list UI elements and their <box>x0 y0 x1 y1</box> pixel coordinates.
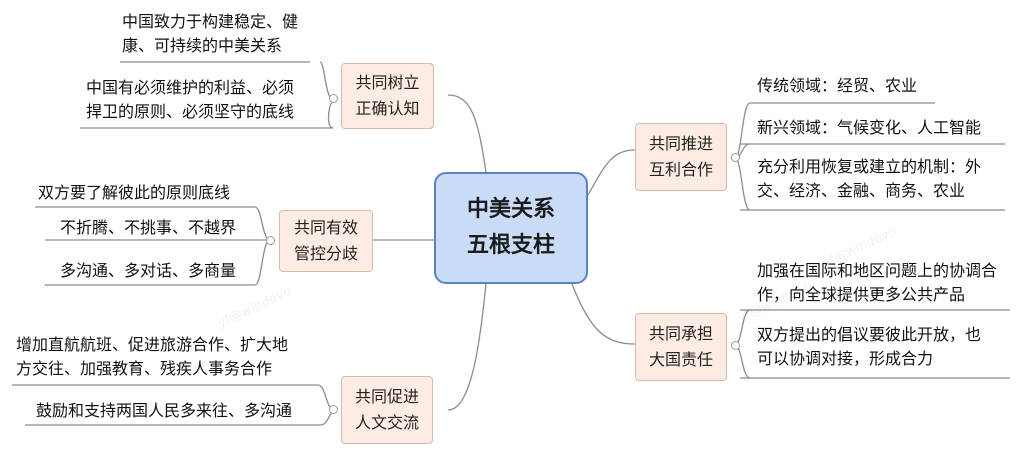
leaf-text-line1: 双方要了解彼此的原则底线 <box>38 183 231 202</box>
leaf-text-line2: 可以协调对接，形成合力 <box>757 349 934 368</box>
connector-center-cognition <box>447 94 487 173</box>
connector-center-responsibility <box>571 283 636 345</box>
leaf-cooperation-1[interactable]: 传统领域：经贸、农业 <box>757 74 917 98</box>
branch-label-line1: 共同承担 <box>648 324 713 343</box>
leaf-text-line1: 中国有必须维护的利益、必须 <box>86 78 295 97</box>
leaf-cognition-1[interactable]: 中国致力于构建稳定、健 康、可持续的中美关系 <box>122 10 298 58</box>
connector-center-exchange <box>447 283 487 411</box>
leaf-cognition-2[interactable]: 中国有必须维护的利益、必须 捍卫的原则、必须坚守的底线 <box>86 76 294 124</box>
leaf-text-line1: 多沟通、多对话、多商量 <box>60 261 237 280</box>
leaf-differences-2[interactable]: 不折腾、不挑事、不越界 <box>60 216 236 240</box>
leaf-text-line2: 方交往、加强教育、残疾人事务合作 <box>16 359 273 378</box>
center-topic[interactable]: 中美关系 五根支柱 <box>434 172 588 284</box>
branch-label-line1: 共同有效 <box>293 218 358 237</box>
leaf-text-line1: 不折腾、不挑事、不越界 <box>60 218 237 237</box>
leaf-responsibility-2[interactable]: 双方提出的倡议要彼此开放，也 可以协调对接，形成合力 <box>757 323 981 371</box>
branch-label-line2: 正确认知 <box>355 99 420 118</box>
center-topic-line2: 五根支柱 <box>466 233 555 258</box>
branch-label-line1: 共同推进 <box>648 134 713 153</box>
leaf-differences-1[interactable]: 双方要了解彼此的原则底线 <box>38 181 230 205</box>
leaf-cooperation-2[interactable]: 新兴领域：气候变化、人工智能 <box>757 116 981 140</box>
leaf-text-line1: 增加直航航班、促进旅游合作、扩大地 <box>16 335 289 354</box>
connector-center-cooperation <box>587 149 636 196</box>
branch-label-line2: 管控分歧 <box>293 244 358 263</box>
branch-label-line2: 大国责任 <box>648 350 713 369</box>
leaf-exchange-1[interactable]: 增加直航航班、促进旅游合作、扩大地 方交往、加强教育、残疾人事务合作 <box>16 333 288 381</box>
branch-label-line2: 人文交流 <box>354 413 419 432</box>
leaf-text-line2: 捍卫的原则、必须坚守的底线 <box>86 102 295 121</box>
collapse-toggle-cognition[interactable] <box>329 94 338 103</box>
leaf-text-line1: 传统领域：经贸、农业 <box>757 76 918 95</box>
collapse-toggle-exchange[interactable] <box>329 405 338 414</box>
branch-responsibility[interactable]: 共同承担 大国责任 <box>635 313 727 381</box>
leaf-text-line1: 中国致力于构建稳定、健 <box>122 12 299 31</box>
leaf-text-line2: 交、经济、金融、商务、农业 <box>757 181 966 200</box>
leaf-text-line2: 作，向全球提供更多公共产品 <box>757 285 966 304</box>
leaf-responsibility-1[interactable]: 加强在国际和地区问题上的协调合 作，向全球提供更多公共产品 <box>757 259 997 307</box>
leaf-text-line1: 双方提出的倡议要彼此开放，也 <box>757 325 982 344</box>
leaf-text-line1: 鼓励和支持两国人民多来往、多沟通 <box>36 401 293 420</box>
branch-label-line2: 互利合作 <box>648 160 713 179</box>
leaf-text-line2: 康、可持续的中美关系 <box>122 36 283 55</box>
leaf-differences-3[interactable]: 多沟通、多对话、多商量 <box>60 259 236 283</box>
branch-cooperation[interactable]: 共同推进 互利合作 <box>635 123 727 191</box>
branch-cognition[interactable]: 共同树立 正确认知 <box>341 63 434 129</box>
branch-label-line1: 共同树立 <box>355 73 420 92</box>
leaf-cooperation-3[interactable]: 充分利用恢复或建立的机制：外 交、经济、金融、商务、农业 <box>757 155 981 203</box>
collapse-toggle-differences[interactable] <box>266 236 275 245</box>
collapse-toggle-responsibility[interactable] <box>731 341 740 350</box>
leaf-text-line1: 新兴领域：气候变化、人工智能 <box>757 118 982 137</box>
leaf-exchange-2[interactable]: 鼓励和支持两国人民多来往、多沟通 <box>36 399 292 423</box>
branch-differences[interactable]: 共同有效 管控分歧 <box>279 210 373 272</box>
branch-label-line1: 共同促进 <box>354 387 419 406</box>
collapse-toggle-cooperation[interactable] <box>731 153 740 162</box>
branch-exchange[interactable]: 共同促进 人文交流 <box>341 376 433 444</box>
leaf-text-line1: 加强在国际和地区问题上的协调合 <box>757 261 998 280</box>
leaf-text-line1: 充分利用恢复或建立的机制：外 <box>757 157 982 176</box>
center-topic-line1: 中美关系 <box>466 197 555 222</box>
